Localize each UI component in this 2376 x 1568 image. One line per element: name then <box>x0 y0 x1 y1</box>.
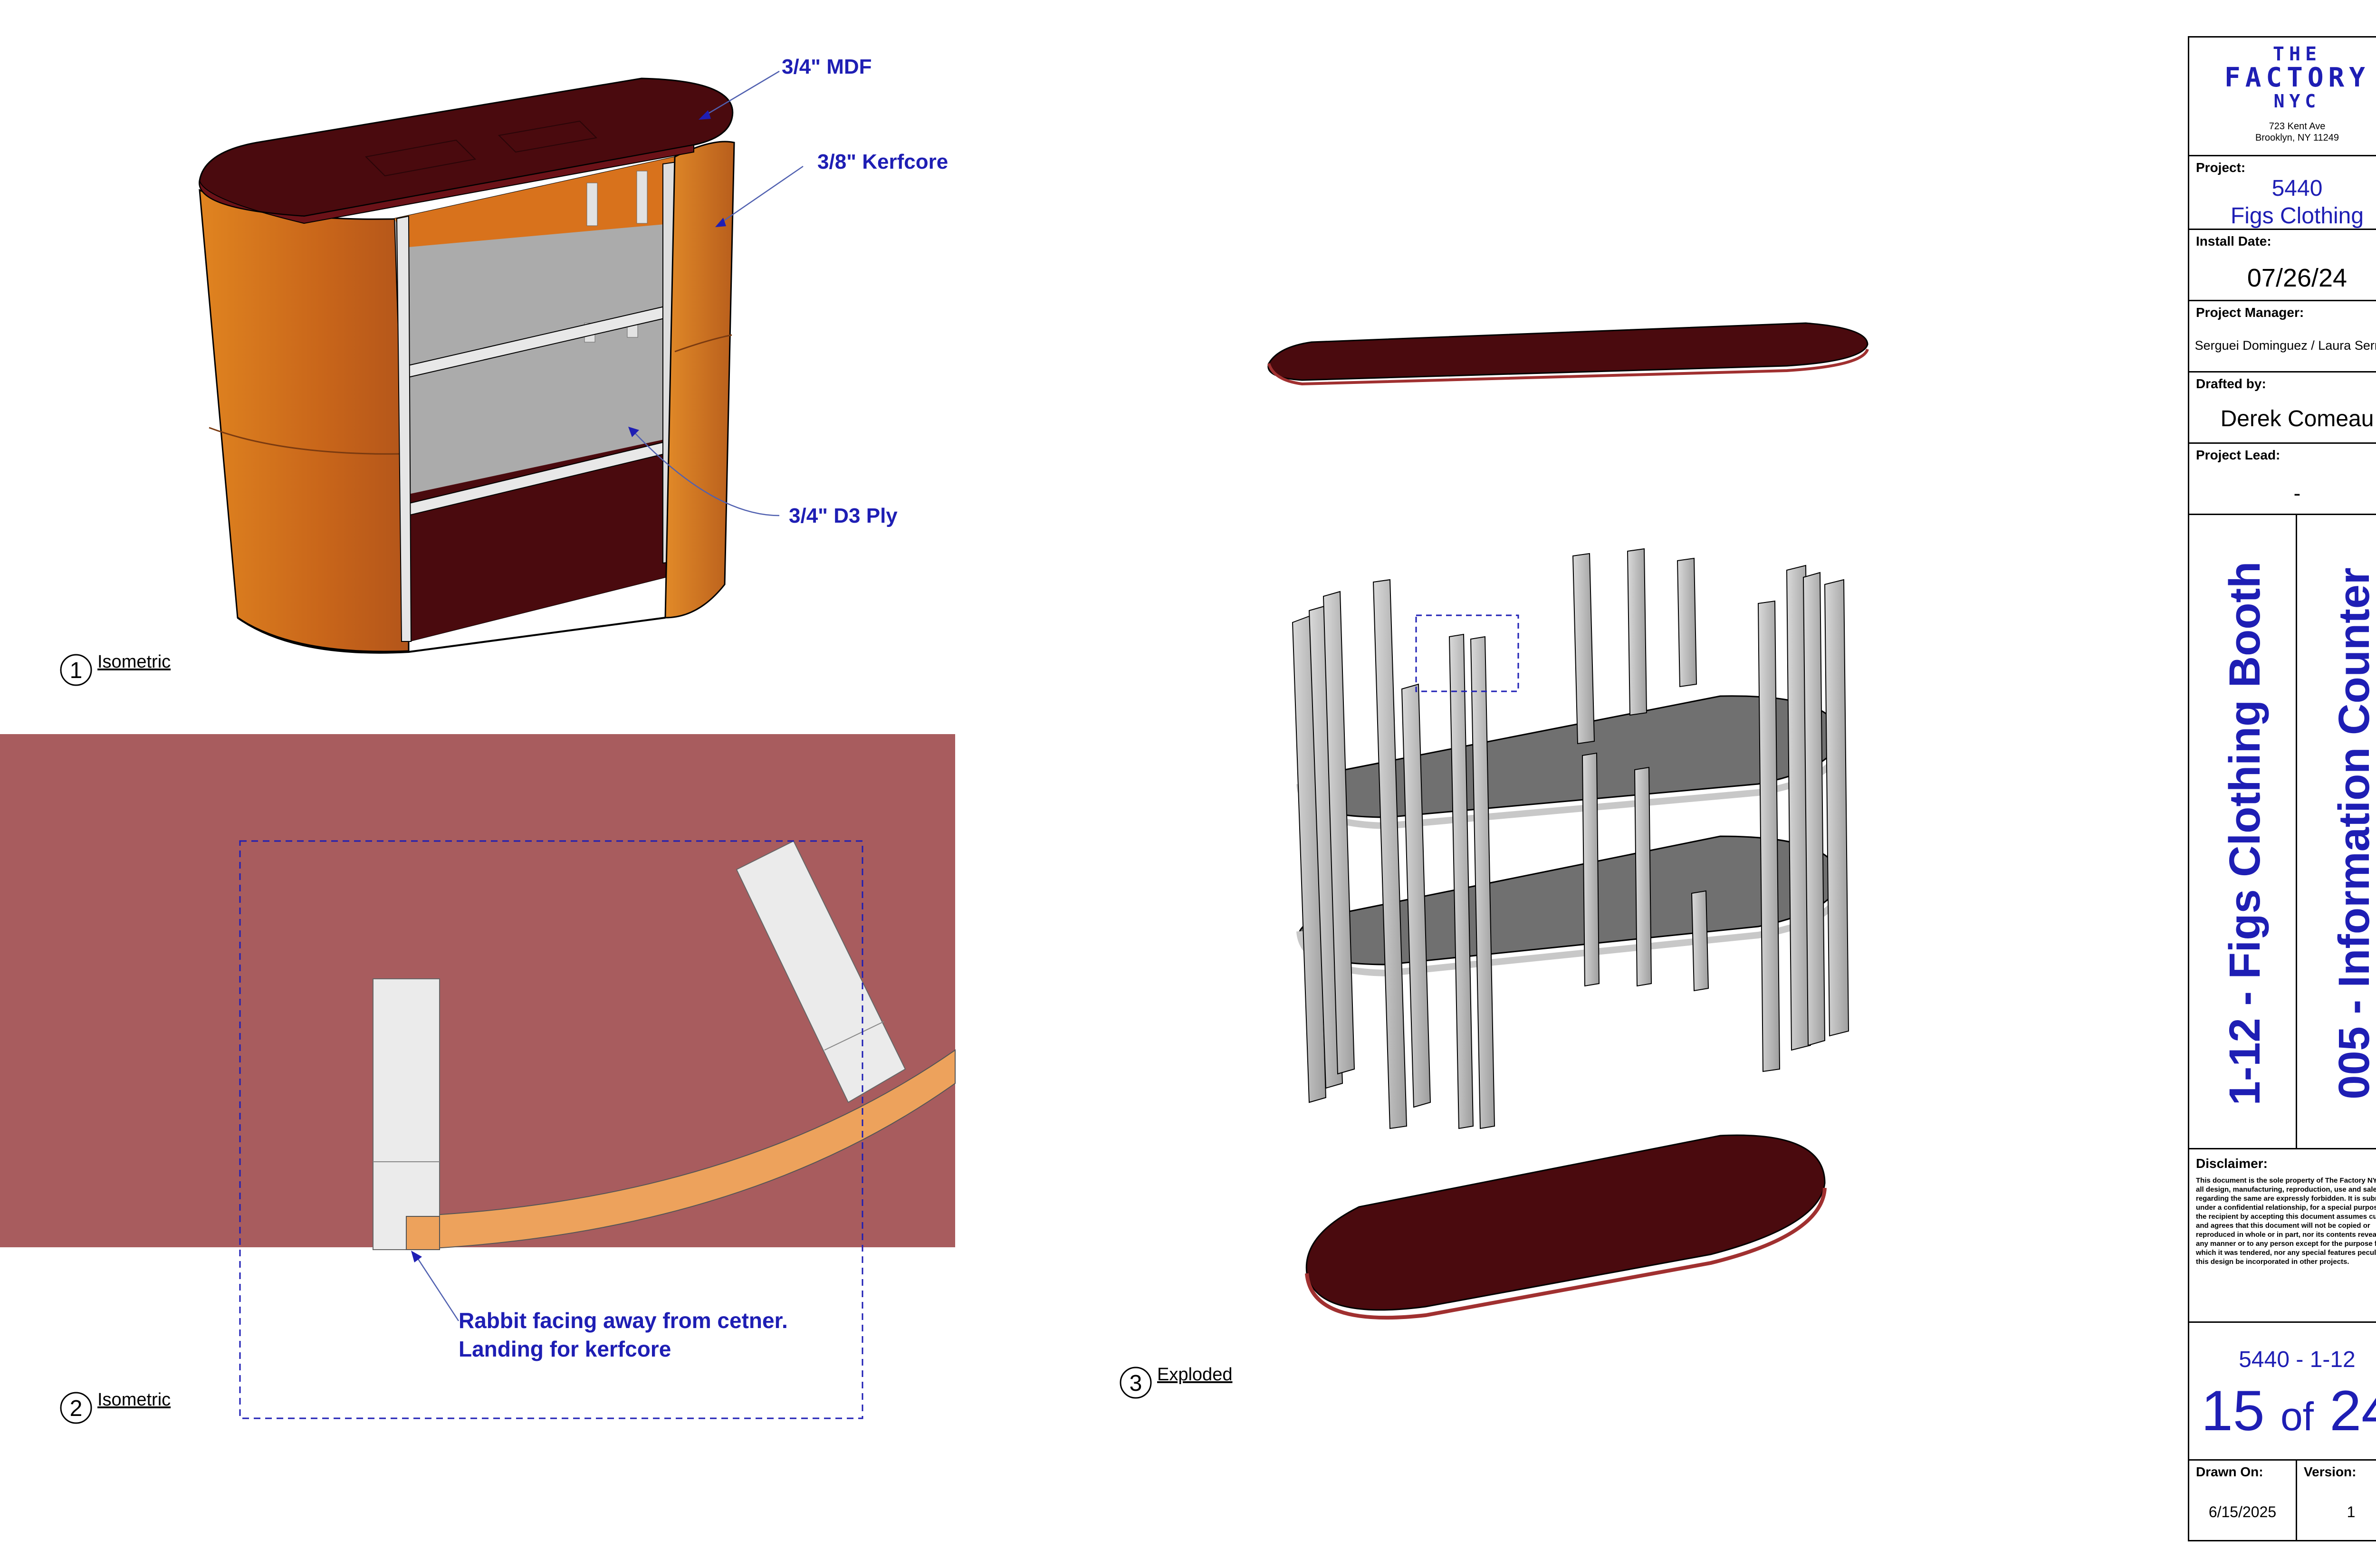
view-1-number: 1 <box>70 658 83 683</box>
logo-line-2: FACTORY <box>2224 62 2370 93</box>
project-manager-cell: Project Manager: Serguei Dominguez / Lau… <box>2189 301 2376 373</box>
project-lead-value: - <box>2293 482 2301 505</box>
sheet-code: 5440 - 1-12 <box>2239 1347 2356 1372</box>
view-3-number-circle <box>1120 1367 1152 1399</box>
view-1-label: Isometric <box>97 652 171 672</box>
address-line-2: Brooklyn, NY 11249 <box>2255 133 2339 143</box>
drawn-on-value: 6/15/2025 <box>2208 1503 2277 1520</box>
callout-kerfcore: 3/8" Kerfcore <box>817 150 948 173</box>
sheet-title-cell: 1-12 - Figs Clothing Booth 005 - Informa… <box>2189 515 2376 1149</box>
drafted-by-cell: Drafted by: Derek Comeau <box>2189 373 2376 444</box>
install-date-cell: Install Date: 07/26/24 <box>2189 230 2376 301</box>
sheet-total: 24 <box>2329 1379 2376 1443</box>
view-1-isometric <box>199 77 735 654</box>
exploded-bottom-panel <box>1305 1134 1826 1311</box>
view-3-label: Exploded <box>1157 1365 1232 1385</box>
left-kerfcore-end <box>199 189 410 652</box>
detail-vertical-post <box>373 978 440 1250</box>
address-line-1: 723 Kent Ave <box>2269 121 2326 132</box>
view-3-exploded <box>1267 322 1869 1320</box>
view-2-detail <box>0 734 956 1419</box>
sheet-count: 15 of 24 <box>2189 1380 2376 1447</box>
version-cell: Version: 1 <box>2297 1461 2376 1541</box>
detail-kerfcore-strip <box>406 1049 956 1251</box>
project-name: Figs Clothing <box>2230 203 2364 229</box>
exploded-lower-shelf <box>1298 835 1840 966</box>
logo-line-1: THE <box>2272 43 2322 65</box>
exploded-detail-reference <box>1415 614 1519 692</box>
install-date-value: 07/26/24 <box>2247 264 2347 292</box>
vertical-title-booth: 1-12 - Figs Clothing Booth <box>2221 561 2269 1106</box>
drawn-on-cell: Drawn On: 6/15/2025 <box>2189 1461 2296 1541</box>
disclaimer-cell: Disclaimer: This document is the sole pr… <box>2189 1149 2376 1323</box>
drafted-by-label: Drafted by: <box>2196 376 2266 391</box>
title-block: THE FACTORY NYC 723 Kent Ave Brooklyn, N… <box>2188 36 2376 1541</box>
leaders-view-1 <box>632 70 804 516</box>
view-2-label: Isometric <box>97 1390 171 1410</box>
sheet-number-cell: 5440 - 1-12 15 of 24 <box>2189 1323 2376 1461</box>
drafted-by-value: Derek Comeau <box>2220 406 2374 431</box>
disclaimer-text: This document is the sole property of Th… <box>2196 1176 2376 1266</box>
version-label: Version: <box>2304 1464 2357 1479</box>
callout-rabbit-line-1: Rabbit facing away from cetner. <box>459 1308 788 1333</box>
callout-rabbit-line-2: Landing for kerfcore <box>459 1337 671 1361</box>
project-lead-cell: Project Lead: - <box>2189 444 2376 515</box>
drawn-on-label: Drawn On: <box>2196 1464 2263 1479</box>
disclaimer-label: Disclaimer: <box>2196 1156 2268 1171</box>
project-label: Project: <box>2196 160 2246 175</box>
detail-boundary <box>239 840 863 1419</box>
detail-angled-post <box>736 840 906 1103</box>
view-3-number: 3 <box>1130 1371 1142 1396</box>
sheet-number: 15 <box>2201 1379 2265 1443</box>
project-lead-label: Project Lead: <box>2196 448 2280 462</box>
right-kerfcore-end <box>664 141 735 619</box>
view-2-number-circle <box>60 1392 92 1424</box>
project-cell: Project: 5440 Figs Clothing <box>2189 156 2376 230</box>
install-date-label: Install Date: <box>2196 234 2271 249</box>
exploded-top-panel <box>1267 322 1868 381</box>
logo-line-3: NYC <box>2273 91 2321 112</box>
view-2-number: 2 <box>70 1396 83 1421</box>
vertical-title-counter: 005 - Information Counter <box>2330 567 2376 1100</box>
version-value: 1 <box>2347 1503 2356 1520</box>
project-number: 5440 <box>2271 176 2323 201</box>
sheet-of: of <box>2280 1394 2314 1439</box>
callout-mdf: 3/4" MDF <box>782 55 872 78</box>
exploded-posts <box>1292 548 1849 1129</box>
project-manager-label: Project Manager: <box>2196 305 2304 320</box>
view-1-number-circle <box>60 654 92 686</box>
project-manager-value: Serguei Dominguez / Laura Serman <box>2194 338 2376 353</box>
drawn-version-row: Drawn On: 6/15/2025 Version: 1 <box>2189 1461 2376 1541</box>
logo-cell: THE FACTORY NYC 723 Kent Ave Brooklyn, N… <box>2189 38 2376 156</box>
callout-d3-ply: 3/4" D3 Ply <box>789 504 898 527</box>
